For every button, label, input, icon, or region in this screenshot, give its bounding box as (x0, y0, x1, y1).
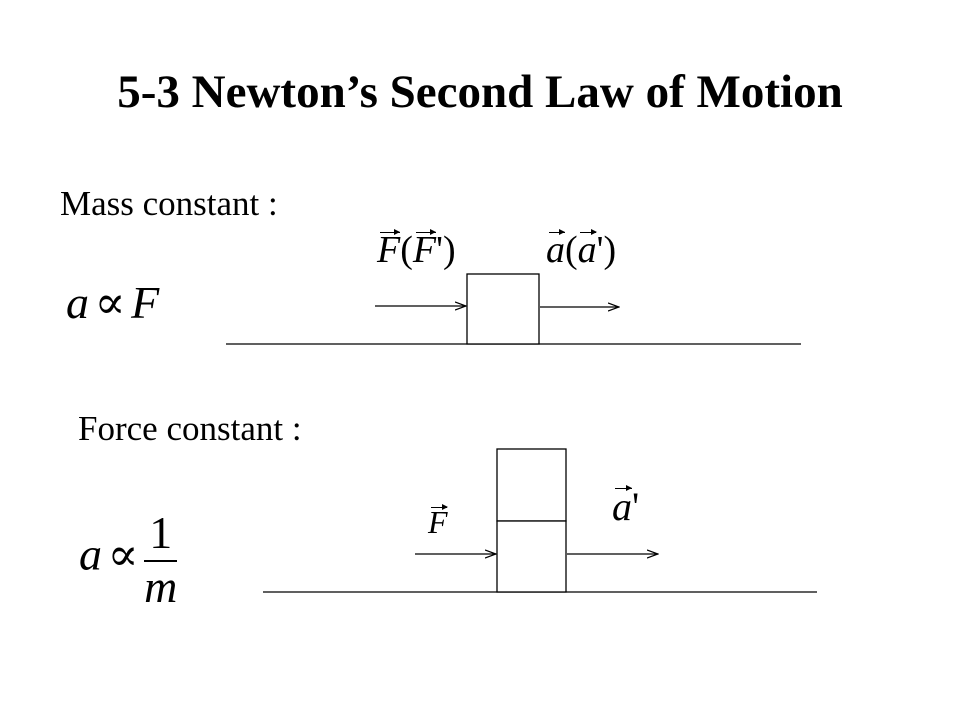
fraction-denominator: m (144, 559, 178, 612)
relation-lhs: a (66, 277, 89, 328)
relation-lhs: a (79, 528, 102, 580)
paren-close: ) (442, 229, 456, 271)
acceleration-prime-vector: a (577, 228, 597, 271)
relation-rhs: F (131, 277, 160, 328)
force-constant-diagram (263, 448, 817, 593)
force-vector-label-2: F (428, 504, 448, 540)
acceleration-vector: a (612, 484, 632, 529)
prime-mark: ' (632, 484, 640, 529)
proportional-symbol: ∝ (94, 277, 126, 328)
mass-block-bottom (496, 520, 567, 593)
force-constant-heading: Force constant : (78, 409, 302, 448)
mass-constant-diagram (226, 273, 801, 345)
mass-block-top (496, 448, 567, 522)
paren-open: ( (565, 229, 578, 271)
acceleration-vector-label: a(a') (546, 228, 617, 271)
force-vector: F (377, 228, 401, 271)
force-prime-vector: F (412, 228, 437, 271)
prime-mark: ' (436, 229, 443, 271)
mass-constant-relation: a∝F (66, 280, 159, 326)
slide-title: 5-3 Newton’s Second Law of Motion (117, 66, 843, 118)
proportional-symbol: ∝ (107, 528, 139, 580)
mass-block (466, 273, 540, 345)
paren-close: ) (603, 229, 617, 271)
force-vector-label: F(F') (377, 228, 456, 271)
paren-open: ( (400, 229, 413, 271)
prime-mark: ' (596, 229, 604, 271)
force-vector: F (428, 504, 448, 540)
fraction-numerator: 1 (149, 506, 173, 558)
acceleration-vector-label-2: a' (612, 484, 640, 529)
mass-constant-heading: Mass constant : (60, 184, 278, 223)
acceleration-vector: a (546, 228, 565, 271)
